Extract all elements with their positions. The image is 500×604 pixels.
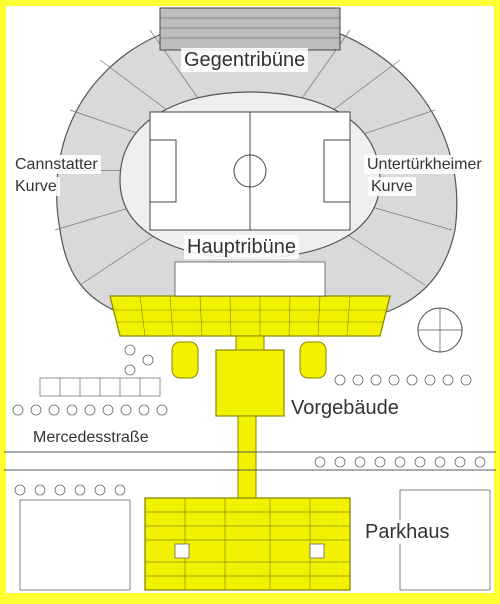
vorgebaeude-highlight — [171, 335, 327, 507]
label-parkhaus: Parkhaus — [362, 520, 453, 544]
gegentribuene-rows — [160, 17, 340, 39]
label-untertuerkheimer-1: Untertürkheimer — [364, 155, 485, 175]
vorgebaeude-building — [215, 349, 285, 417]
penalty-area-left — [149, 139, 177, 203]
vorgebaeude-connector — [235, 335, 265, 351]
label-cannstatter-2: Kurve — [12, 177, 60, 197]
label-mercedesstrasse: Mercedesstraße — [30, 428, 152, 448]
label-untertuerkheimer-2: Kurve — [368, 177, 416, 197]
vorgebaeude-left-tower — [171, 341, 199, 379]
label-haupttribuene: Hauptribüne — [184, 235, 299, 259]
haupttribuene-shape — [109, 295, 391, 337]
centre-circle — [233, 154, 267, 188]
trees — [12, 344, 486, 496]
parkhaus-highlight — [144, 497, 351, 591]
mercedesstrasse-road — [4, 451, 496, 471]
left-lot — [19, 499, 131, 591]
label-cannstatter-1: Cannstatter — [12, 155, 101, 175]
vorgebaeude-right-tower — [299, 341, 327, 379]
stand-roof-structure — [174, 261, 326, 297]
penalty-area-right — [323, 139, 351, 203]
left-parking — [39, 377, 161, 397]
label-vorgebaeude: Vorgebäude — [288, 396, 402, 420]
label-gegentribuene: Gegentribüne — [181, 48, 309, 72]
walkway-bridge — [237, 415, 257, 507]
gegentribuene-block — [159, 7, 341, 51]
stadium — [51, 7, 459, 331]
haupttribuene-highlight — [109, 261, 391, 337]
